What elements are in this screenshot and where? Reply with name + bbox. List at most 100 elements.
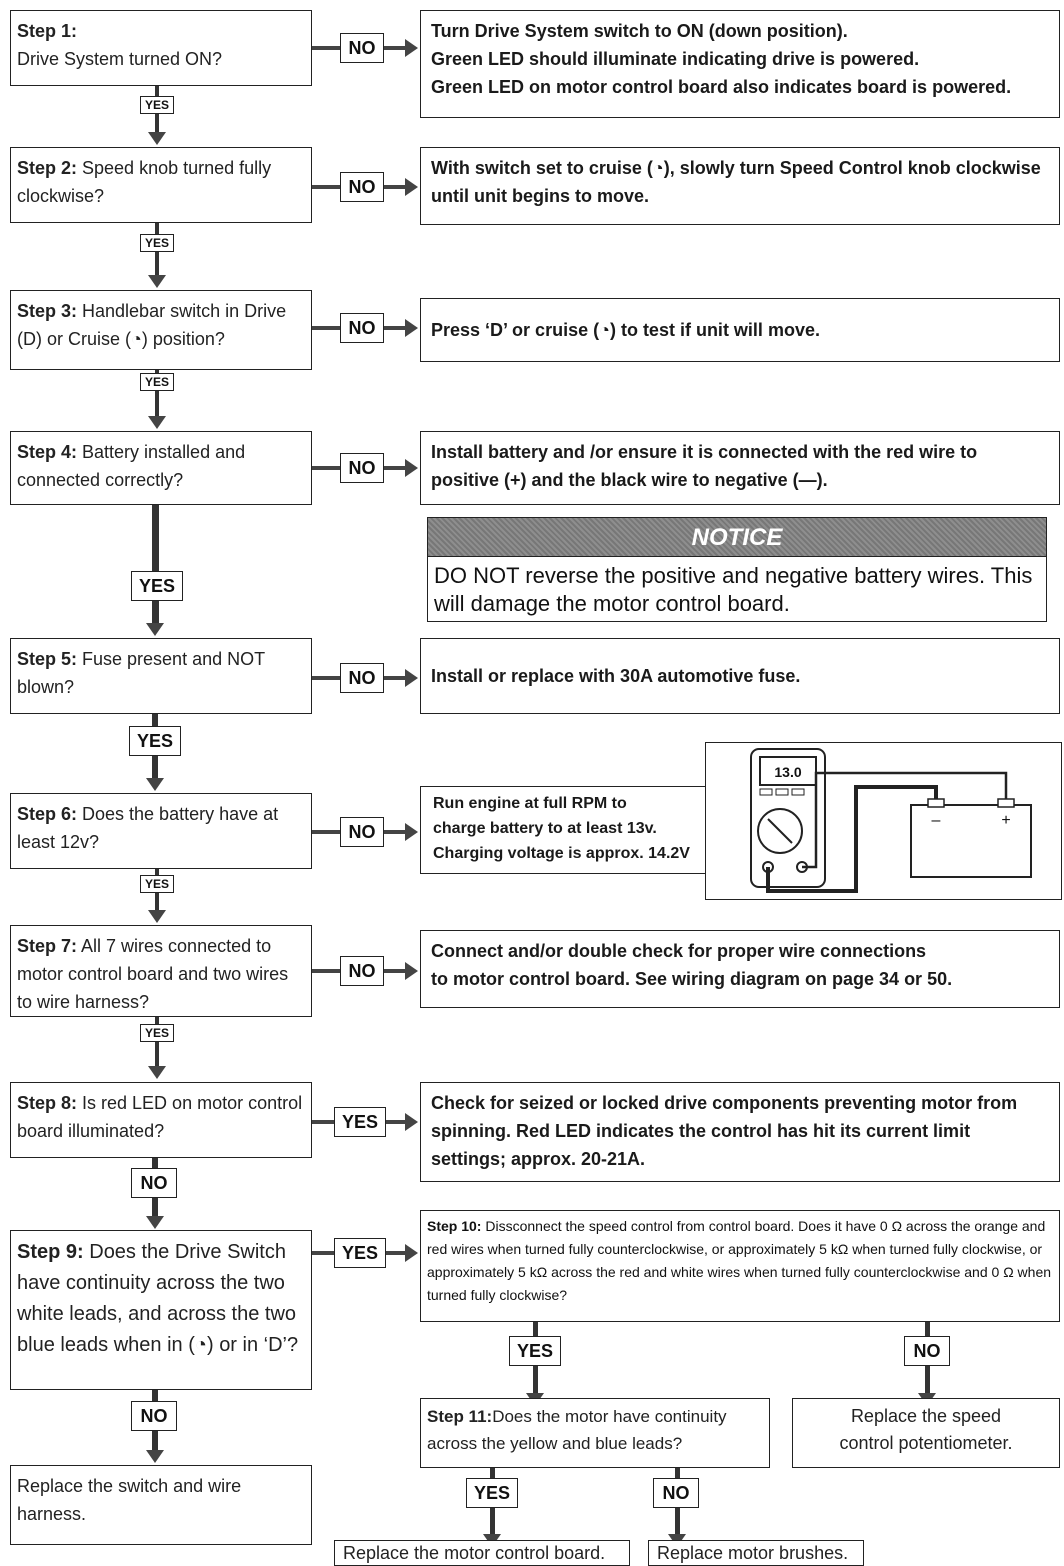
step-3-question: Handlebar switch in Drive (D) or Cruise … bbox=[17, 301, 287, 349]
replace-board-text: Replace the motor control board. bbox=[343, 1543, 606, 1563]
arrow-down-icon bbox=[148, 910, 166, 923]
action-1-line-2: Green LED should illuminate indicating d… bbox=[431, 49, 920, 69]
action-7-line-2: to motor control board. See wiring diagr… bbox=[431, 969, 953, 989]
step-9-box: Step 9: Does the Drive Switch have conti… bbox=[10, 1230, 312, 1390]
step-2-box: Step 2: Speed knob turned fully clockwis… bbox=[10, 147, 312, 223]
action-4-box: Install battery and /or ensure it is con… bbox=[420, 431, 1060, 505]
step-5-label: Step 5: bbox=[17, 649, 78, 669]
step-4-box: Step 4: Battery installed and connected … bbox=[10, 431, 312, 505]
action-7-box: Connect and/or double check for proper w… bbox=[420, 930, 1060, 1008]
action-5-box: Install or replace with 30A automotive f… bbox=[420, 638, 1060, 714]
arrow-right-icon bbox=[405, 459, 418, 477]
step-6-question: Does the battery have at least 12v? bbox=[17, 804, 279, 852]
arrow-right-icon bbox=[405, 669, 418, 687]
no-tag-7: NO bbox=[340, 956, 384, 986]
no-tag-6: NO bbox=[340, 817, 384, 847]
yes-tag-4: YES bbox=[131, 571, 183, 601]
step-1-question: Drive System turned ON? bbox=[17, 49, 223, 69]
action-6-line-3: Charging voltage is approx. 14.2V bbox=[433, 845, 690, 862]
action-2-box: With switch set to cruise (◔), slowly tu… bbox=[420, 147, 1060, 225]
step-9-label: Step 9: bbox=[17, 1241, 84, 1263]
multimeter-battery-illustration: 13.0 – + bbox=[705, 742, 1062, 900]
no-tag-11: NO bbox=[653, 1478, 699, 1508]
yes-tag-7: YES bbox=[140, 1024, 174, 1042]
step-7-question: All 7 wires connected to motor control b… bbox=[17, 936, 289, 1012]
notice-body: DO NOT reverse the positive and negative… bbox=[427, 556, 1047, 622]
no-tag-10: NO bbox=[904, 1336, 950, 1366]
no-tag-4: NO bbox=[340, 453, 384, 483]
action-6-box: Run engine at full RPM to charge battery… bbox=[420, 786, 710, 874]
action-8-box: Check for seized or locked drive compone… bbox=[420, 1082, 1060, 1182]
step-8-label: Step 8: bbox=[17, 1093, 78, 1113]
step-1-label: Step 1: bbox=[17, 21, 78, 41]
no-tag-1: NO bbox=[340, 33, 384, 63]
action-4-text: Install battery and /or ensure it is con… bbox=[431, 442, 978, 490]
yes-tag-2: YES bbox=[140, 234, 174, 252]
action-1-box: Turn Drive System switch to ON (down pos… bbox=[420, 10, 1060, 118]
step-6-label: Step 6: bbox=[17, 804, 78, 824]
action-3-text: Press ‘D’ or cruise (◔) to test if unit … bbox=[431, 320, 820, 340]
no-tag-8: NO bbox=[131, 1168, 177, 1198]
battery-positive-sign: + bbox=[1001, 812, 1010, 829]
step-3-box: Step 3: Handlebar switch in Drive (D) or… bbox=[10, 290, 312, 370]
connector-3-4 bbox=[155, 370, 159, 418]
action-5-text: Install or replace with 30A automotive f… bbox=[431, 666, 801, 686]
arrow-right-icon bbox=[405, 1244, 418, 1262]
replace-potentiometer-box: Replace the speed control potentiometer. bbox=[792, 1398, 1060, 1468]
step-8-question: Is red LED on motor control board illumi… bbox=[17, 1093, 303, 1141]
arrow-down-icon bbox=[148, 275, 166, 288]
step-5-question: Fuse present and NOT blown? bbox=[17, 649, 265, 697]
yes-tag-10: YES bbox=[509, 1336, 561, 1366]
step-1-box: Step 1: Drive System turned ON? bbox=[10, 10, 312, 86]
step-2-label: Step 2: bbox=[17, 158, 78, 178]
yes-tag-6: YES bbox=[140, 875, 174, 893]
step-6-box: Step 6: Does the battery have at least 1… bbox=[10, 793, 312, 869]
arrow-right-icon bbox=[405, 39, 418, 57]
arrow-right-icon bbox=[405, 319, 418, 337]
action-2-text: With switch set to cruise (◔), slowly tu… bbox=[431, 158, 1041, 206]
step-11-question: Does the motor have continuity across th… bbox=[427, 1407, 727, 1453]
action-1-line-3: Green LED on motor control board also in… bbox=[431, 77, 1012, 97]
arrow-down-icon bbox=[146, 623, 164, 636]
step-2-question: Speed knob turned fully clockwise? bbox=[17, 158, 272, 206]
step-4-question: Battery installed and connected correctl… bbox=[17, 442, 246, 490]
arrow-right-icon bbox=[405, 823, 418, 841]
action-6-line-2: charge battery to at least 13v. bbox=[433, 820, 657, 837]
step-10-box: Step 10: Dissconnect the speed control f… bbox=[420, 1210, 1060, 1322]
no-tag-5: NO bbox=[340, 663, 384, 693]
yes-tag-3: YES bbox=[140, 373, 174, 391]
notice-heading: NOTICE bbox=[427, 517, 1047, 557]
yes-tag-9: YES bbox=[334, 1238, 386, 1268]
action-9-text: Replace the switch and wire harness. bbox=[17, 1476, 242, 1524]
step-9-question: Does the Drive Switch have continuity ac… bbox=[17, 1241, 299, 1356]
arrow-right-icon bbox=[405, 962, 418, 980]
action-3-box: Press ‘D’ or cruise (◔) to test if unit … bbox=[420, 298, 1060, 362]
step-11-label: Step 11: bbox=[427, 1407, 493, 1426]
step-4-label: Step 4: bbox=[17, 442, 78, 462]
yes-tag-8: YES bbox=[334, 1107, 386, 1137]
step-8-box: Step 8: Is red LED on motor control boar… bbox=[10, 1082, 312, 1158]
connector-7-8 bbox=[155, 1017, 159, 1069]
replace-brushes-box: Replace motor brushes. bbox=[648, 1540, 864, 1566]
action-8-text: Check for seized or locked drive compone… bbox=[431, 1093, 1018, 1169]
arrow-right-icon bbox=[405, 178, 418, 196]
arrow-down-icon bbox=[148, 416, 166, 429]
meter-reading: 13.0 bbox=[774, 764, 801, 780]
step-7-label: Step 7: bbox=[17, 936, 78, 956]
yes-tag-5: YES bbox=[129, 726, 181, 756]
arrow-down-icon bbox=[146, 778, 164, 791]
action-1-line-1: Turn Drive System switch to ON (down pos… bbox=[431, 21, 848, 41]
arrow-down-icon bbox=[146, 1450, 164, 1463]
replace-potentiometer-text: Replace the speed control potentiometer. bbox=[839, 1406, 1013, 1453]
action-7-line-1: Connect and/or double check for proper w… bbox=[431, 941, 927, 961]
yes-tag-1: YES bbox=[140, 96, 174, 114]
arrow-down-icon bbox=[148, 1066, 166, 1079]
step-5-box: Step 5: Fuse present and NOT blown? bbox=[10, 638, 312, 714]
arrow-down-icon bbox=[148, 132, 166, 145]
action-9-box: Replace the switch and wire harness. bbox=[10, 1465, 312, 1545]
no-tag-3: NO bbox=[340, 313, 384, 343]
action-6-line-1: Run engine at full RPM to bbox=[433, 795, 627, 812]
arrow-right-icon bbox=[405, 1113, 418, 1131]
step-10-label: Step 10: bbox=[427, 1218, 482, 1234]
multimeter-battery-diagram: 13.0 – + bbox=[750, 748, 1032, 893]
